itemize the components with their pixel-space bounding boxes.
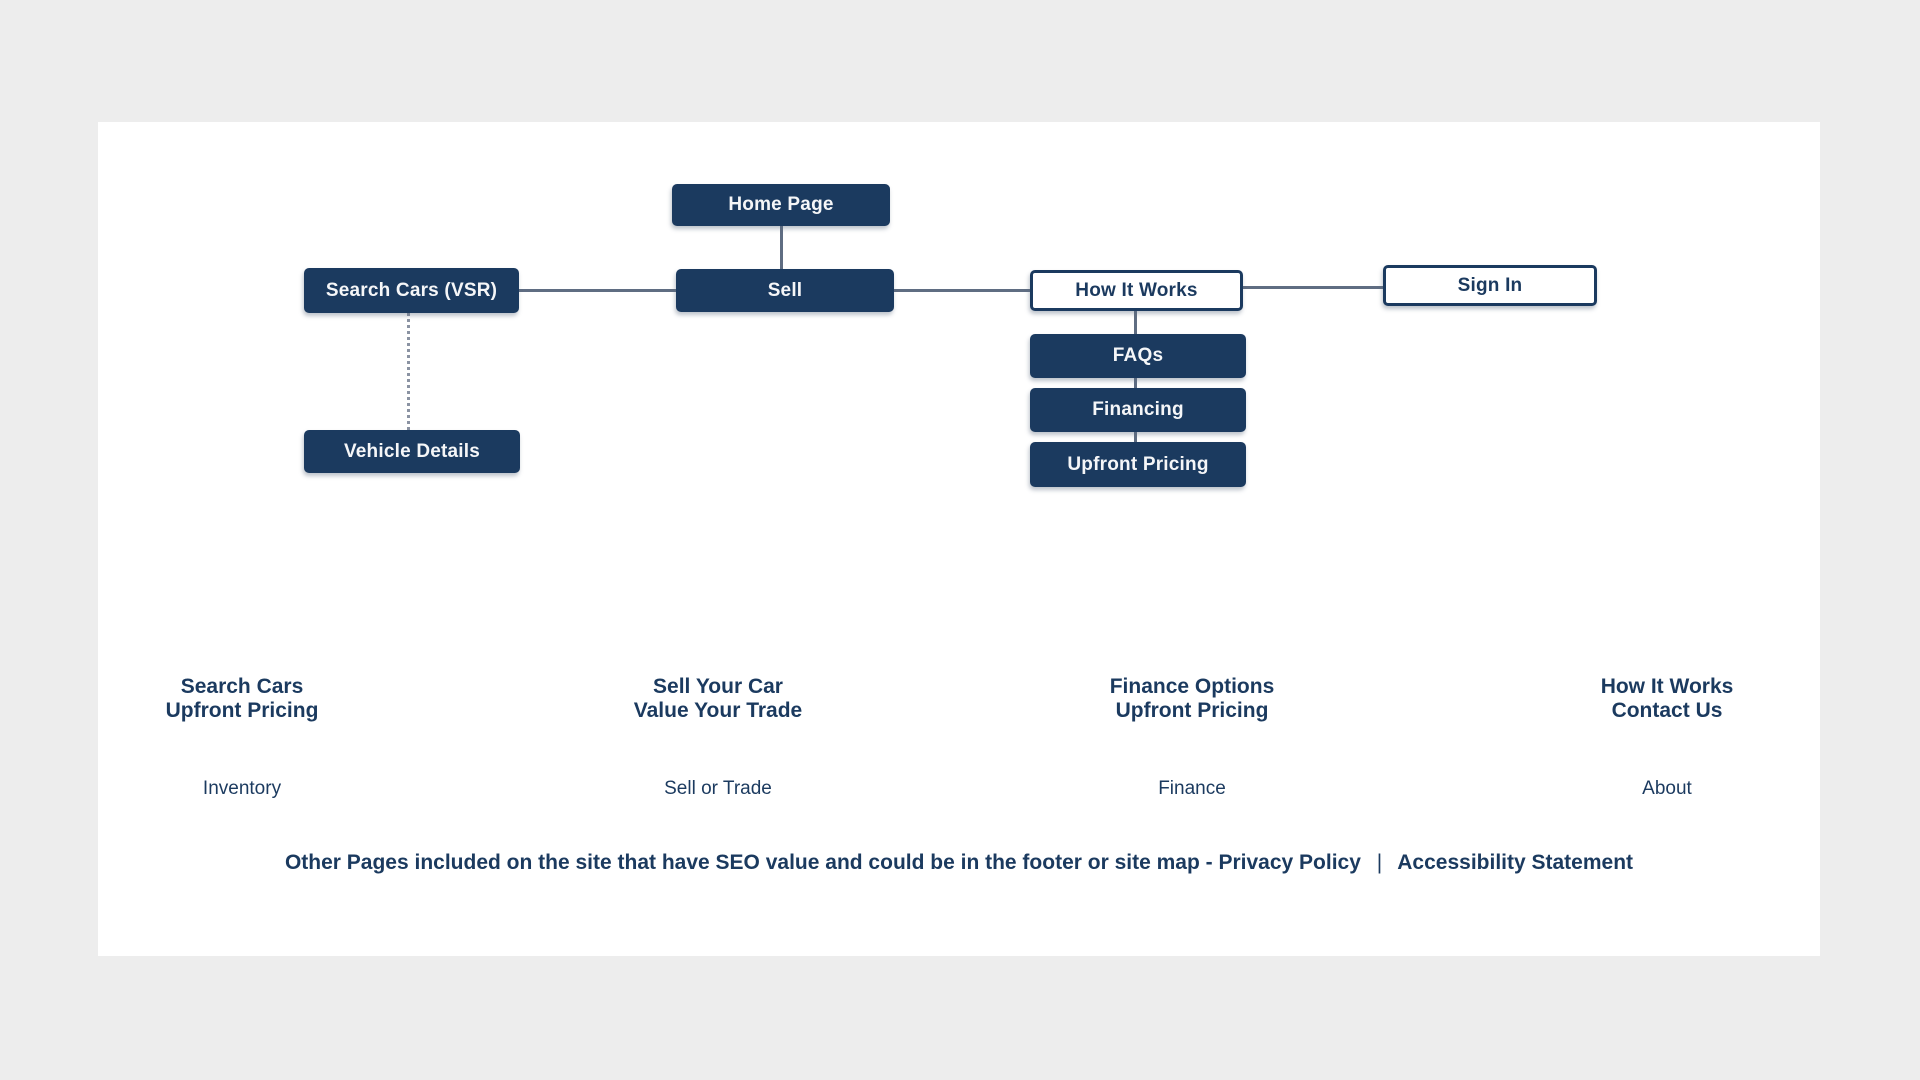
footer-item-inventory: Inventory — [202, 778, 282, 799]
connector-sell-to-how-it-works — [893, 289, 1031, 292]
connector-home-to-sell — [780, 226, 783, 270]
footer-column-sell-your-car: Sell Your Car Value Your Trade — [558, 675, 878, 723]
node-search-cars-vsr: Search Cars (VSR) — [304, 268, 519, 313]
connector-financing-to-upfront — [1134, 431, 1137, 443]
dotted-connector-search-cars-to-vehicle-details — [407, 313, 410, 430]
footer-item-sell-or-trade: Sell or Trade — [664, 778, 772, 799]
footer-column-search-cars: Search Cars Upfront Pricing — [82, 675, 402, 723]
footer-column-finance-options: Finance Options Upfront Pricing — [1032, 675, 1352, 723]
connector-faqs-to-financing — [1134, 377, 1137, 389]
connector-how-it-works-to-sign-in — [1242, 286, 1384, 289]
footer-heading-line: Sell Your Car — [653, 675, 783, 698]
footer-column-how-it-works: How It Works Contact Us — [1507, 675, 1827, 723]
footer-heading-line: How It Works — [1600, 675, 1734, 698]
connector-how-it-works-to-faqs — [1134, 310, 1137, 335]
seo-note-text: Other Pages included on the site that ha… — [284, 851, 1361, 874]
node-vehicle-details: Vehicle Details — [304, 430, 520, 473]
seo-note: Other Pages included on the site that ha… — [98, 851, 1820, 875]
node-sell: Sell — [676, 269, 894, 312]
footer-heading-line: Contact Us — [1611, 699, 1723, 722]
footer-heading-line: Upfront Pricing — [1115, 699, 1269, 722]
footer-heading-line: Finance Options — [1109, 675, 1275, 698]
node-faqs: FAQs — [1030, 334, 1246, 378]
footer-heading-line: Upfront Pricing — [165, 699, 319, 722]
connector-search-cars-to-sell — [518, 289, 677, 292]
footer-heading-line: Search Cars — [180, 675, 304, 698]
footer-heading-line: Value Your Trade — [633, 699, 803, 722]
node-how-it-works: How It Works — [1030, 270, 1243, 311]
node-financing: Financing — [1030, 388, 1246, 432]
node-upfront-pricing: Upfront Pricing — [1030, 442, 1246, 487]
node-home-page: Home Page — [672, 184, 890, 226]
node-sign-in: Sign In — [1383, 265, 1597, 306]
sitemap-canvas: Home Page Search Cars (VSR) Sell How It … — [98, 122, 1820, 956]
seo-note-accessibility-statement: Accessibility Statement — [1397, 851, 1634, 874]
footer-item-about: About — [1642, 778, 1692, 799]
footer-item-finance: Finance — [1158, 778, 1226, 799]
seo-note-separator: | — [1376, 851, 1383, 874]
